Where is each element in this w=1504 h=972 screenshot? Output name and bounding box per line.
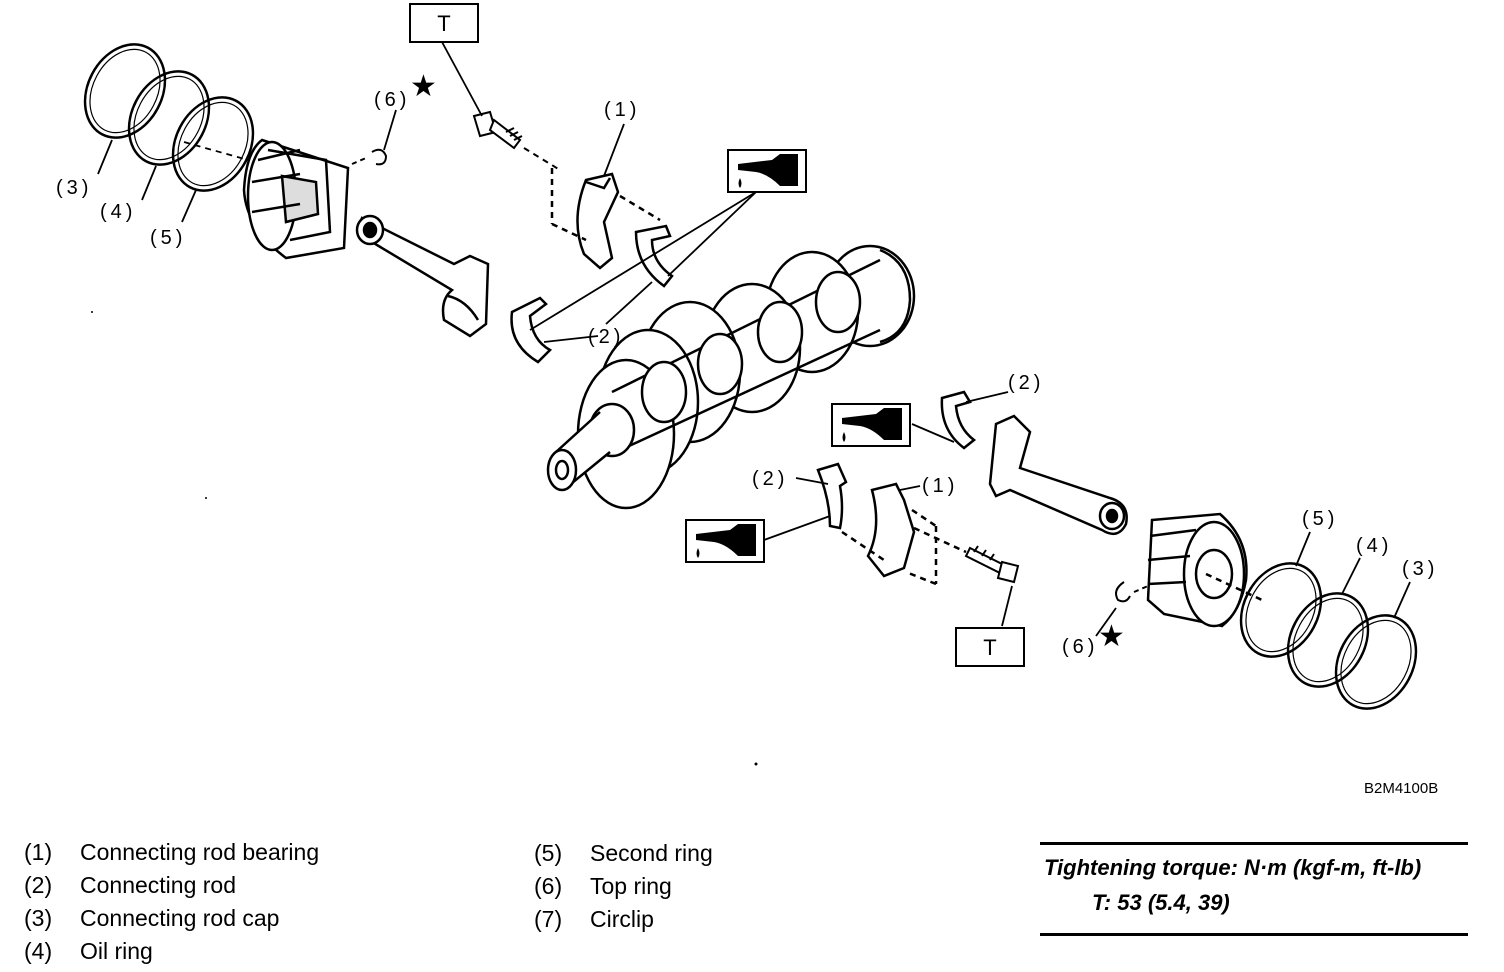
callout-2-right: (2) bbox=[1008, 372, 1044, 394]
figure-code: B2M4100B bbox=[1364, 780, 1438, 797]
legend-item: (7) Circlip bbox=[534, 903, 713, 936]
legend-number: (5) bbox=[534, 840, 563, 866]
legend-number: (7) bbox=[534, 906, 563, 932]
torque-symbol-upper: T bbox=[409, 3, 479, 43]
torque-value: T: 53 (5.4, 39) bbox=[1092, 890, 1230, 915]
callout-2-upper: (2) bbox=[588, 326, 624, 348]
legend-right: (5) Second ring (6) Top ring (7) Circlip bbox=[534, 837, 713, 936]
legend-label: Circlip bbox=[590, 906, 654, 932]
callout-4-lower: (4) bbox=[1356, 535, 1392, 557]
callout-1-lower: (1) bbox=[922, 475, 958, 497]
torque-symbol-lower: T bbox=[955, 627, 1025, 667]
svg-text:T: T bbox=[437, 11, 450, 36]
legend-label: Second ring bbox=[590, 840, 713, 866]
torque-spec-box: Tightening torque: N·m (kgf-m, ft-lb) T:… bbox=[1040, 842, 1468, 936]
legend-left: (1) Connecting rod bearing (2) Connectin… bbox=[24, 836, 319, 968]
legend-label: Connecting rod bbox=[80, 872, 236, 898]
callout-3-upper: (3) bbox=[56, 177, 92, 199]
upper-bolt bbox=[472, 110, 561, 171]
legend-item: (5) Second ring bbox=[534, 837, 713, 870]
legend-item: (6) Top ring bbox=[534, 870, 713, 903]
callout-4-upper: (4) bbox=[100, 201, 136, 223]
legend-item: (3) Connecting rod cap bbox=[24, 902, 319, 935]
upper-piston bbox=[242, 138, 350, 260]
lower-rod-cap bbox=[841, 482, 967, 586]
legend-number: (2) bbox=[24, 872, 53, 898]
legend-label: Connecting rod bearing bbox=[80, 839, 320, 865]
legend-label: Top ring bbox=[590, 873, 672, 899]
callout-2-lower: (2) bbox=[752, 468, 788, 490]
legend-number: (6) bbox=[534, 873, 563, 899]
legend-number: (1) bbox=[24, 839, 53, 865]
lower-bolt bbox=[964, 545, 1020, 584]
lower-bearing-shell-left bbox=[816, 462, 848, 530]
legend-number: (4) bbox=[24, 938, 53, 964]
svg-text:T: T bbox=[983, 635, 996, 660]
upper-circlip bbox=[351, 148, 388, 166]
crankshaft bbox=[546, 244, 916, 510]
oil-can-icon bbox=[831, 403, 911, 447]
legend-item: (2) Connecting rod bbox=[24, 869, 319, 902]
callout-6-upper: (6) bbox=[374, 89, 410, 111]
callout-5-upper: (5) bbox=[150, 227, 186, 249]
callout-1-upper: (1) bbox=[604, 99, 640, 121]
callout-6-lower: (6) bbox=[1062, 636, 1098, 658]
upper-cap-bearing bbox=[634, 224, 674, 288]
legend-label: Oil ring bbox=[80, 938, 153, 964]
legend-item: (4) Oil ring bbox=[24, 935, 319, 968]
upper-connecting-rod bbox=[355, 214, 490, 338]
upper-rod-cap bbox=[550, 168, 661, 270]
legend-item: (1) Connecting rod bearing bbox=[24, 836, 319, 869]
oil-can-icon bbox=[727, 149, 807, 193]
lower-bearing-shell-right bbox=[940, 390, 977, 450]
upper-piston-rings bbox=[83, 43, 255, 192]
callout-3-lower: (3) bbox=[1402, 558, 1438, 580]
upper-leaders bbox=[97, 41, 757, 343]
oil-can-icon bbox=[685, 519, 765, 563]
torque-title: Tightening torque: N·m (kgf-m, ft-lb) bbox=[1044, 855, 1422, 880]
legend-label: Connecting rod cap bbox=[80, 905, 280, 931]
lower-leaders bbox=[763, 391, 1411, 637]
lower-piston bbox=[1146, 512, 1248, 628]
lower-piston-rings bbox=[1205, 562, 1418, 710]
lower-circlip bbox=[1115, 581, 1149, 603]
star-icon: ★ bbox=[410, 70, 437, 103]
callout-5-lower: (5) bbox=[1302, 508, 1338, 530]
star-icon: ★ bbox=[1098, 620, 1125, 653]
legend-number: (3) bbox=[24, 905, 53, 931]
lower-connecting-rod bbox=[988, 414, 1128, 536]
